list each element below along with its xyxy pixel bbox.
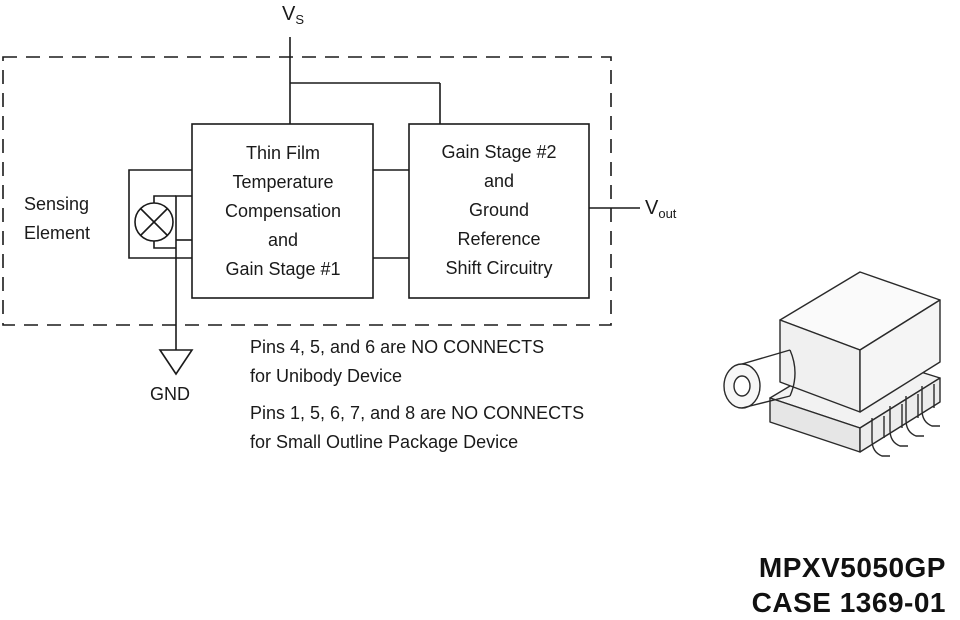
- chip-boundary: [2, 56, 612, 326]
- block-temp-compensation: [191, 123, 374, 299]
- package-illustration: [723, 271, 941, 457]
- block1-line-4: and: [268, 230, 298, 250]
- supply-wires: [289, 37, 441, 124]
- supply-label: VS: [282, 3, 304, 27]
- sensing-label-2: Element: [24, 223, 90, 243]
- case-number: CASE 1369-01: [751, 587, 946, 618]
- sensing-label-1: Sensing: [24, 194, 89, 214]
- note-line-1: Pins 4, 5, and 6 are NO CONNECTS: [250, 337, 544, 357]
- interconnect-wires: [373, 169, 409, 259]
- block2-line-4: Reference: [457, 229, 540, 249]
- sensing-element-icon: [128, 169, 192, 350]
- ground-label: GND: [150, 384, 190, 404]
- note-line-3: Pins 1, 5, 6, 7, and 8 are NO CONNECTS: [250, 403, 584, 423]
- block1-line-2: Temperature: [232, 172, 333, 192]
- block2-line-2: and: [484, 171, 514, 191]
- block1-line-5: Gain Stage #1: [225, 259, 340, 279]
- note-line-4: for Small Outline Package Device: [250, 432, 518, 452]
- ground-symbol: [158, 349, 194, 376]
- block1-line-1: Thin Film: [246, 143, 320, 163]
- block2-line-3: Ground: [469, 200, 529, 220]
- part-number: MPXV5050GP: [758, 552, 946, 583]
- block2-line-1: Gain Stage #2: [441, 142, 556, 162]
- output-label: Vout: [645, 197, 677, 221]
- block2-line-5: Shift Circuitry: [445, 258, 552, 278]
- block1-line-3: Compensation: [225, 201, 341, 221]
- note-line-2: for Unibody Device: [250, 366, 402, 386]
- block-gain-stage-2: [408, 123, 590, 299]
